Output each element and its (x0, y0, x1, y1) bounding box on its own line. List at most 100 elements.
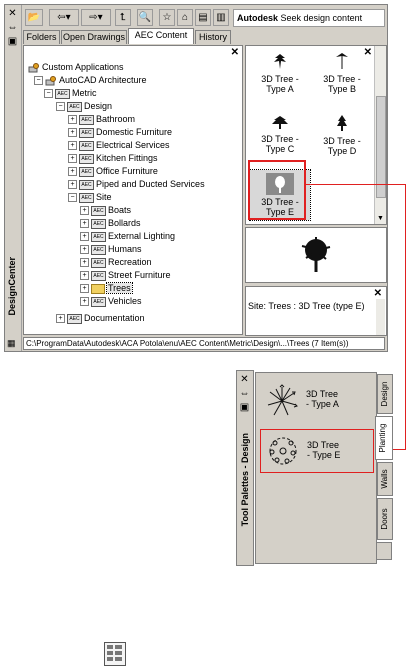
properties-icon[interactable]: ▣ (7, 36, 18, 47)
close-icon[interactable]: ✕ (373, 288, 382, 299)
forward-icon[interactable]: ⇨▾ (81, 9, 111, 26)
collapse-icon[interactable]: − (34, 76, 43, 86)
tree-node-custom-applications[interactable]: Custom Applications (28, 61, 124, 73)
tree-view-toggle-icon[interactable]: ▤ (195, 9, 211, 26)
tab-history[interactable]: History (195, 30, 231, 44)
palette-tab-label: Doors (380, 508, 389, 530)
palette-tool-3d-tree-type-e[interactable]: 3D Tree- Type E (260, 429, 374, 473)
content-item-3d-tree-type-e[interactable]: 3D Tree -Type E (249, 169, 311, 221)
expand-icon[interactable]: + (80, 297, 89, 307)
tree-node-label: Domestic Furniture (96, 127, 173, 137)
expand-icon[interactable]: + (80, 232, 89, 242)
aec-folder-icon: AEC (79, 192, 94, 203)
palette-tool-3d-tree-type-a[interactable]: 3D Tree- Type A (262, 381, 372, 421)
content-item-3d-tree-type-a[interactable]: 3D Tree -Type A (250, 52, 310, 94)
content-item-3d-tree-type-c[interactable]: 3D Tree -Type C (250, 114, 310, 154)
seek-design-content[interactable]: Autodesk Seek design content (233, 9, 385, 27)
tab-aec-content[interactable]: AEC Content (128, 28, 194, 44)
tool-palettes-button-icon[interactable] (104, 642, 126, 666)
tree-node-autocad-architecture[interactable]: −AutoCAD Architecture (34, 74, 147, 86)
palette-tabs-overflow[interactable] (376, 542, 392, 560)
home-icon[interactable]: ⌂ (177, 9, 193, 26)
auto-hide-icon[interactable]: ⇔ (239, 388, 250, 399)
collapse-icon[interactable]: − (44, 89, 53, 99)
search-icon[interactable]: 🔍 (137, 9, 153, 26)
aec-folder-icon: AEC (91, 257, 106, 268)
aec-folder-icon: AEC (79, 153, 94, 164)
tree-node-trees[interactable]: + Trees (80, 282, 133, 294)
expand-icon[interactable]: + (56, 314, 65, 324)
content-item-3d-tree-type-d[interactable]: 3D Tree -Type D (312, 114, 372, 156)
expand-icon[interactable]: + (68, 154, 77, 164)
tree-node-label-selected: Trees (106, 282, 133, 294)
expand-icon[interactable]: + (80, 271, 89, 281)
tree-node-label: Bollards (108, 218, 141, 228)
expand-icon[interactable]: + (80, 206, 89, 216)
tree-node-label: Boats (108, 205, 132, 215)
collapse-icon[interactable]: − (56, 102, 65, 112)
expand-icon[interactable]: + (80, 245, 89, 255)
scrollbar-thumb[interactable] (376, 96, 386, 198)
aec-folder-icon: AEC (79, 140, 94, 151)
expand-icon[interactable]: + (68, 141, 77, 151)
tree-type-c-icon (272, 116, 288, 129)
tab-folders[interactable]: Folders (23, 30, 60, 44)
palette-tab-design[interactable]: Design (377, 374, 393, 414)
close-icon[interactable]: ✕ (240, 374, 249, 385)
close-icon[interactable]: ✕ (8, 8, 17, 19)
tree-node-label: Vehicles (108, 296, 142, 306)
favorites-icon[interactable]: ☆ (159, 9, 175, 26)
description-text: Site: Trees : 3D Tree (type E) (248, 301, 365, 311)
expand-icon[interactable]: + (80, 258, 89, 268)
expand-icon[interactable]: + (68, 167, 77, 177)
close-icon[interactable]: ✕ (230, 47, 239, 58)
preview-icon[interactable]: ▥ (213, 9, 229, 26)
expand-icon[interactable]: + (80, 219, 89, 229)
load-icon[interactable]: 📂 (25, 9, 43, 26)
content-scrollbar[interactable]: ▼ (374, 46, 386, 224)
up-folder-icon[interactable]: ⮤ (115, 9, 131, 26)
folder-tree-pane[interactable]: ✕ Custom Applications −AutoCAD Architect… (23, 45, 243, 335)
auto-hide-icon[interactable]: ⇔ (7, 22, 18, 33)
tree-node-label: Bathroom (96, 114, 136, 124)
scroll-down-icon[interactable]: ▼ (377, 215, 384, 222)
expand-icon[interactable]: + (68, 180, 77, 190)
close-icon[interactable]: ✕ (363, 47, 372, 58)
content-item-3d-tree-type-b[interactable]: 3D Tree -Type B (312, 52, 372, 94)
tree-node-label: Recreation (108, 257, 152, 267)
description-scrollbar[interactable] (376, 299, 385, 335)
palette-tab-walls[interactable]: Walls (377, 462, 393, 496)
description-pane: Site: Trees : 3D Tree (type E) ✕ (245, 286, 387, 336)
palette-tab-doors[interactable]: Doors (377, 498, 393, 540)
back-icon[interactable]: ⇦▾ (49, 9, 79, 26)
tree-type-e-thumbnail (266, 173, 294, 195)
collapse-icon[interactable]: − (68, 193, 77, 203)
tab-open-drawings[interactable]: Open Drawings (61, 30, 127, 44)
callout-box-left (248, 160, 250, 220)
content-area[interactable]: ✕ 3D Tree -Type A 3D Tree -Type B 3D Tre… (245, 45, 387, 225)
expand-icon[interactable]: + (68, 128, 77, 138)
tree-type-a-icon (274, 54, 286, 69)
expand-icon[interactable]: + (80, 284, 89, 294)
palette-tab-planting[interactable]: Planting (375, 416, 393, 460)
expand-icon[interactable]: + (68, 115, 77, 125)
properties-icon[interactable]: ▣ (239, 402, 250, 413)
aec-folder-icon: AEC (79, 166, 94, 177)
